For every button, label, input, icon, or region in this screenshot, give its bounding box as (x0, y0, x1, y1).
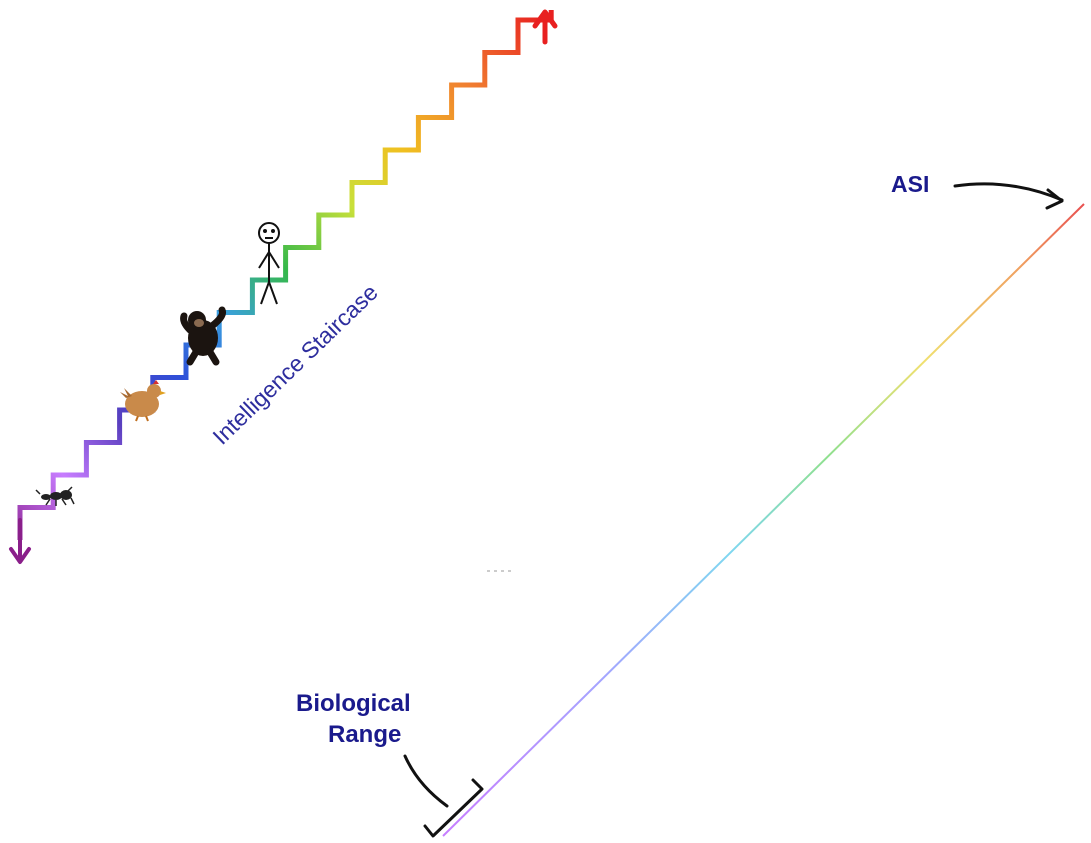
chicken-icon (120, 380, 166, 422)
asi-arrow-icon (953, 182, 1064, 210)
intelligence-staircase (9, 9, 558, 564)
biological-label-line1: Biological (296, 690, 411, 717)
chimpanzee-icon (180, 306, 226, 366)
ant-icon (35, 486, 75, 506)
staircase-label: Intelligence Staircase (207, 279, 382, 450)
biological-range-bracket (403, 754, 484, 838)
asi-label: ASI (891, 171, 929, 197)
staircase-steps (17, 10, 554, 540)
biological-label-line2: Range (328, 721, 401, 748)
compressed-staircase (442, 203, 1085, 837)
up-arrow-icon (532, 9, 558, 45)
down-arrow-icon (9, 518, 31, 564)
stick-figure-icon (258, 222, 280, 305)
